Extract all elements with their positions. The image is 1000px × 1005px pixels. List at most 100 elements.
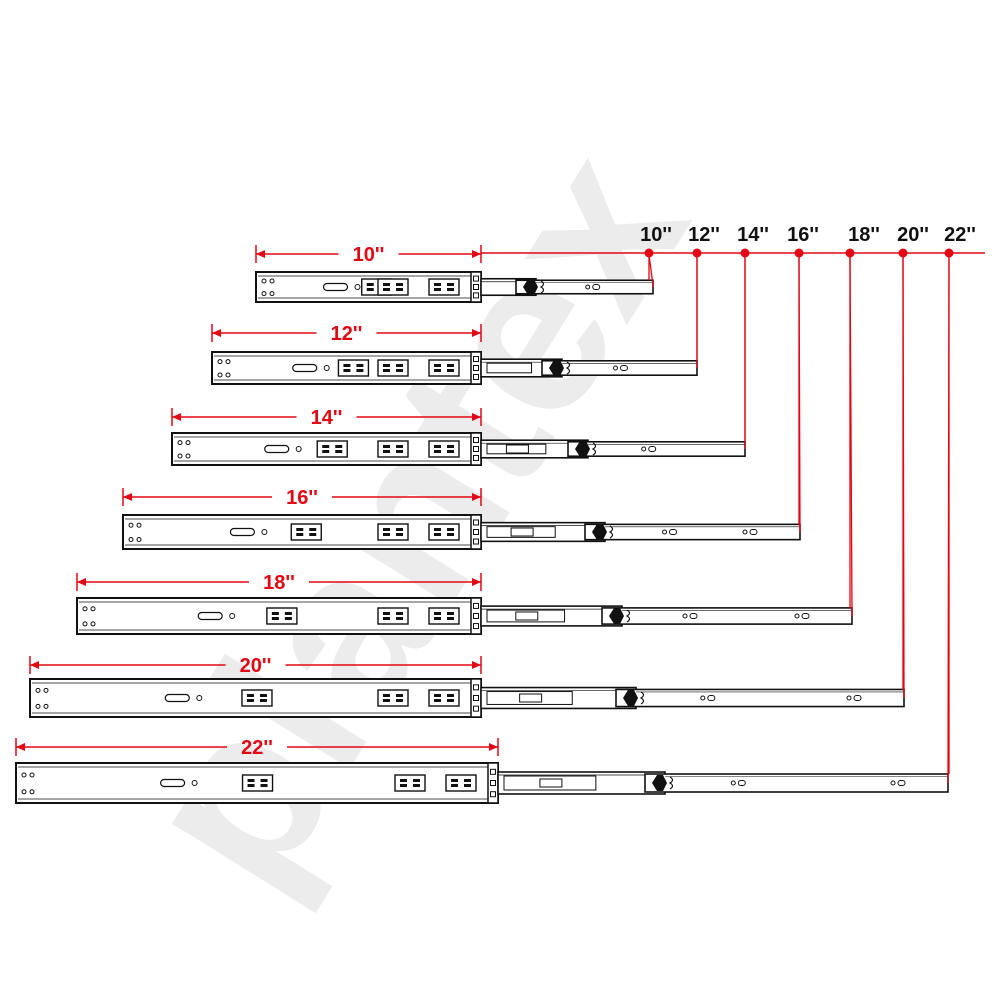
- bracket-plate: [428, 689, 460, 707]
- adjust-slot: [160, 778, 186, 788]
- bracket-tab: [447, 288, 454, 291]
- end-cap-hole: [473, 437, 479, 444]
- bracket-tab: [396, 364, 403, 367]
- bracket-tab: [396, 450, 403, 453]
- lever-spring: [608, 525, 614, 539]
- end-cap-hole: [473, 602, 479, 609]
- inner-rail-slot: [737, 780, 746, 786]
- bracket-tab: [383, 369, 390, 372]
- dimension-arrow-right: [472, 413, 481, 421]
- end-cap-hole: [473, 275, 479, 282]
- length-label: 22'': [241, 737, 273, 759]
- bearing-window: [510, 527, 534, 537]
- mounting-hole: [217, 372, 223, 378]
- extension-leader: [898, 248, 908, 698]
- bracket-tab: [434, 369, 441, 372]
- bracket-tab: [434, 288, 441, 291]
- bracket-tab: [447, 694, 454, 697]
- inner-rail-slot: [620, 365, 628, 371]
- end-cap-hole: [473, 695, 479, 701]
- adjust-slot: [264, 444, 290, 454]
- bracket-tab: [396, 694, 403, 697]
- extension-label: 16'': [787, 224, 819, 246]
- bracket-plate: [241, 689, 273, 707]
- bracket-tab: [343, 364, 351, 367]
- bracket-tab: [343, 369, 351, 372]
- inner-rail-slot: [897, 780, 906, 786]
- extension-marker-dot: [944, 248, 954, 258]
- bracket-tab: [284, 612, 292, 615]
- length-dimension: 16'': [122, 487, 482, 509]
- slot-hole: [354, 284, 361, 290]
- bracket-tab: [396, 612, 403, 615]
- bracket-tab: [447, 699, 454, 702]
- length-dimension: 20'': [29, 655, 482, 677]
- inner-rail-hole: [585, 284, 591, 290]
- end-cap-hole: [473, 292, 479, 299]
- length-label: 12'': [331, 323, 363, 345]
- mounting-hole: [225, 359, 231, 365]
- dimension-arrow-left: [77, 578, 86, 586]
- extension-leader: [944, 248, 954, 783]
- mounting-hole: [29, 789, 35, 795]
- extension-leader: [845, 248, 855, 616]
- bracket-plate: [428, 607, 460, 625]
- inner-rail-hole: [613, 365, 618, 371]
- bracket-tab: [383, 283, 390, 286]
- bracket-tab: [447, 617, 454, 620]
- slide-18in: [76, 597, 853, 635]
- dimension-arrow-right: [489, 743, 498, 751]
- end-cap-hole: [473, 538, 479, 545]
- bracket-tab: [413, 779, 420, 782]
- bracket-tab: [296, 533, 304, 536]
- dimension-arrow-left: [123, 493, 132, 501]
- dimension-arrow-right: [472, 493, 481, 501]
- extension-leader: [740, 248, 750, 449]
- inner-rail-hole: [794, 613, 800, 619]
- length-dimension: 18'': [76, 572, 482, 594]
- inner-rail-hole: [700, 695, 706, 701]
- mounting-hole: [269, 278, 275, 284]
- extension-leader: [794, 248, 804, 532]
- mounting-hole: [269, 291, 275, 297]
- inner-rail-slot: [801, 613, 810, 619]
- bracket-tab: [383, 617, 390, 620]
- bracket-tab: [296, 528, 304, 531]
- bracket-tab: [447, 533, 454, 536]
- end-cap-hole: [473, 446, 479, 452]
- lever-spring: [539, 280, 545, 294]
- inner-rail-hole: [742, 529, 748, 535]
- inner-rail-hole: [890, 780, 896, 786]
- bracket-plate: [377, 523, 409, 541]
- bracket-tab: [447, 612, 454, 615]
- bracket-tab: [451, 784, 458, 787]
- bracket-tab: [434, 445, 441, 448]
- bracket-tab: [396, 283, 403, 286]
- end-cap-hole: [473, 705, 479, 712]
- lever-spring: [591, 442, 597, 456]
- inner-rail-hole: [641, 446, 647, 452]
- inner-rail-slot: [749, 529, 758, 535]
- inner-rail-slot: [669, 529, 677, 535]
- bracket-tab: [383, 450, 390, 453]
- bracket-tab: [396, 617, 403, 620]
- length-label: 14'': [311, 407, 343, 429]
- slide-16in: [122, 514, 801, 550]
- bracket-tab: [259, 699, 267, 702]
- end-cap-hole: [473, 454, 479, 461]
- bracket-tab: [383, 612, 390, 615]
- bracket-plate: [377, 278, 409, 296]
- lever-spring: [625, 609, 631, 623]
- bracket-tab: [366, 288, 374, 291]
- bracket-tab: [434, 699, 441, 702]
- adjust-slot: [197, 611, 223, 621]
- bracket-tab: [309, 533, 317, 536]
- bracket-tab: [284, 617, 292, 620]
- mounting-hole: [261, 291, 267, 297]
- bracket-tab: [396, 533, 403, 536]
- extension-dimension-layer: 10''12''14''16''18''20''22'': [481, 224, 985, 783]
- bracket-tab: [247, 784, 255, 787]
- inner-rail-slot: [689, 613, 698, 619]
- dimension-arrow-left: [30, 661, 39, 669]
